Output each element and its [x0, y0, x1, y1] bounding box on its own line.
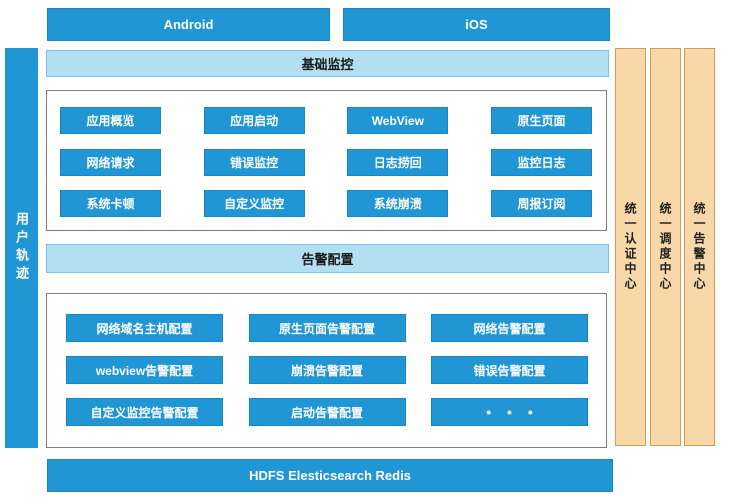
monitor-item: 系统崩溃: [347, 190, 449, 217]
user-track-rail: 用户轨迹: [5, 48, 38, 448]
alert-item: 启动告警配置: [248, 398, 406, 426]
monitor-item: 原生页面: [490, 107, 592, 134]
ios-platform-block: iOS: [343, 8, 610, 41]
alert-item: webview告警配置: [66, 356, 223, 384]
unified-scheduling-center-rail: 统一调度中心: [650, 48, 681, 446]
alert-item: 原生页面告警配置: [248, 314, 406, 342]
alert-item: 错误告警配置: [431, 356, 588, 384]
monitor-item: WebView: [347, 107, 449, 134]
monitor-item: 系统卡顿: [60, 190, 161, 217]
alert-config-panel: 网络域名主机配置 原生页面告警配置 网络告警配置 webview告警配置 崩溃告…: [46, 293, 607, 448]
unified-auth-center-rail: 统一认证中心: [615, 48, 646, 446]
alert-item-ellipsis: • • •: [431, 398, 588, 426]
alert-item: 网络域名主机配置: [66, 314, 223, 342]
alert-item: 网络告警配置: [431, 314, 588, 342]
monitor-item: 应用概览: [60, 107, 161, 134]
monitor-item: 自定义监控: [203, 190, 305, 217]
alert-item: 崩溃告警配置: [248, 356, 406, 384]
monitor-item: 监控日志: [490, 148, 592, 176]
monitor-item: 周报订阅: [490, 190, 592, 217]
monitor-item: 日志捞回: [347, 148, 449, 176]
monitoring-panel: 应用概览 应用启动 WebView 原生页面 网络请求 错误监控 日志捞回 监控…: [46, 90, 607, 231]
android-platform-block: Android: [47, 8, 330, 41]
unified-alarm-center-rail: 统一告警中心: [684, 48, 715, 446]
storage-layer-block: HDFS Elesticsearch Redis: [47, 459, 613, 492]
monitor-item: 网络请求: [60, 148, 161, 176]
monitor-item: 错误监控: [203, 148, 305, 176]
alert-config-section-bar: 告警配置: [46, 244, 609, 273]
monitor-item: 应用启动: [203, 107, 305, 134]
basic-monitoring-section-bar: 基础监控: [46, 50, 609, 77]
alert-item: 自定义监控告警配置: [66, 398, 223, 426]
